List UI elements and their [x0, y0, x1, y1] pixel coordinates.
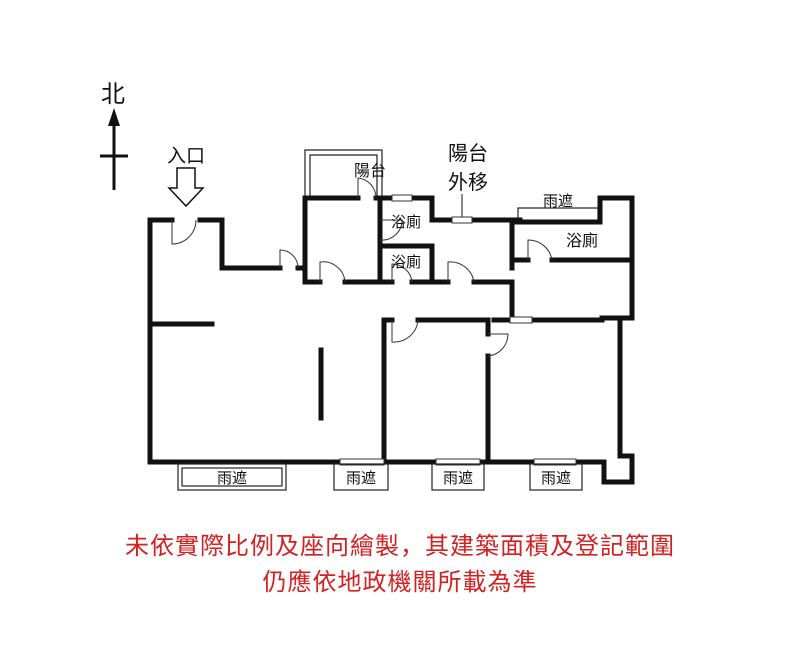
door-left-corridor — [279, 249, 299, 269]
door-room2 — [487, 333, 509, 357]
canopies-bottom: 雨遮 雨遮 雨遮 雨遮 — [177, 463, 583, 491]
balcony-outline-inner — [309, 154, 378, 196]
wall-corridor-c — [471, 279, 515, 323]
entrance-arrow-icon — [167, 167, 205, 208]
door-bath2 — [391, 263, 413, 283]
entrance-label: 入口 — [167, 145, 205, 167]
canopy-bottom-2-label: 雨遮 — [346, 469, 376, 487]
door-balcony — [357, 177, 377, 199]
bath-2-label: 浴廁 — [391, 253, 421, 271]
bath-3-label: 浴廁 — [566, 231, 598, 250]
wall-room1-top — [415, 317, 491, 337]
canopy-bottom-3-label: 雨遮 — [443, 469, 473, 487]
north-label: 北 — [101, 80, 125, 108]
canopy-top: 雨遮 — [517, 192, 599, 223]
window-bottom-a — [339, 458, 385, 466]
walls — [147, 195, 635, 485]
canopy-top-label: 雨遮 — [543, 192, 573, 210]
wall-left-top-a — [147, 217, 291, 465]
window-bath1 — [451, 216, 473, 224]
canopy-bottom-1-label: 雨遮 — [217, 469, 247, 487]
door-room1 — [391, 319, 419, 343]
door-corridor — [447, 261, 475, 283]
door-bath1 — [379, 219, 403, 241]
entrance-marker: 入口 — [167, 145, 205, 208]
wall-left-step — [219, 217, 283, 271]
balcony-moved-label-2: 外移 — [448, 170, 488, 194]
north-arrow-head — [108, 108, 120, 126]
wall-room1-left — [381, 317, 395, 465]
bath-1-label: 浴廁 — [391, 213, 421, 231]
wall-mid-left — [302, 195, 361, 285]
window-bottom-b — [435, 458, 481, 466]
balcony-top: 陽台 — [304, 149, 386, 196]
canopy-bottom-1-inner — [181, 467, 283, 487]
canopy-bottom-4-outline — [529, 463, 583, 491]
balcony-moved-label-1: 陽台 — [448, 141, 488, 165]
canopy-bottom-3-outline — [431, 463, 485, 491]
wall-right-top — [509, 195, 635, 321]
door-entrance — [171, 219, 197, 245]
wall-bath1 — [373, 195, 383, 283]
notice-line-1: 未依實際比例及座向繪製，其建築面積及登記範圍 — [125, 532, 675, 560]
balcony-outline-outer — [304, 149, 383, 196]
canopy-bottom-1-outline — [177, 463, 287, 491]
canopy-bottom-2-outline — [333, 463, 389, 491]
balcony-label: 陽台 — [354, 161, 386, 180]
door-bath3 — [527, 239, 553, 261]
wall-corridor-top — [295, 265, 323, 285]
balcony-moved-note: 陽台 外移 — [448, 141, 488, 218]
doors — [171, 177, 553, 357]
notice-line-2: 仍應依地政機關所載為準 — [262, 568, 538, 596]
north-arrow: 北 — [100, 80, 128, 190]
window-balcony — [391, 194, 413, 202]
wall-bath1-right — [429, 195, 455, 223]
window-bottom-c — [533, 458, 577, 466]
room-labels: 浴廁 浴廁 浴廁 — [391, 213, 598, 271]
door-mid — [319, 261, 346, 283]
wall-right-outer — [569, 317, 635, 485]
window-room1 — [509, 316, 533, 324]
canopy-bottom-4-label: 雨遮 — [541, 469, 571, 487]
windows — [339, 194, 577, 466]
